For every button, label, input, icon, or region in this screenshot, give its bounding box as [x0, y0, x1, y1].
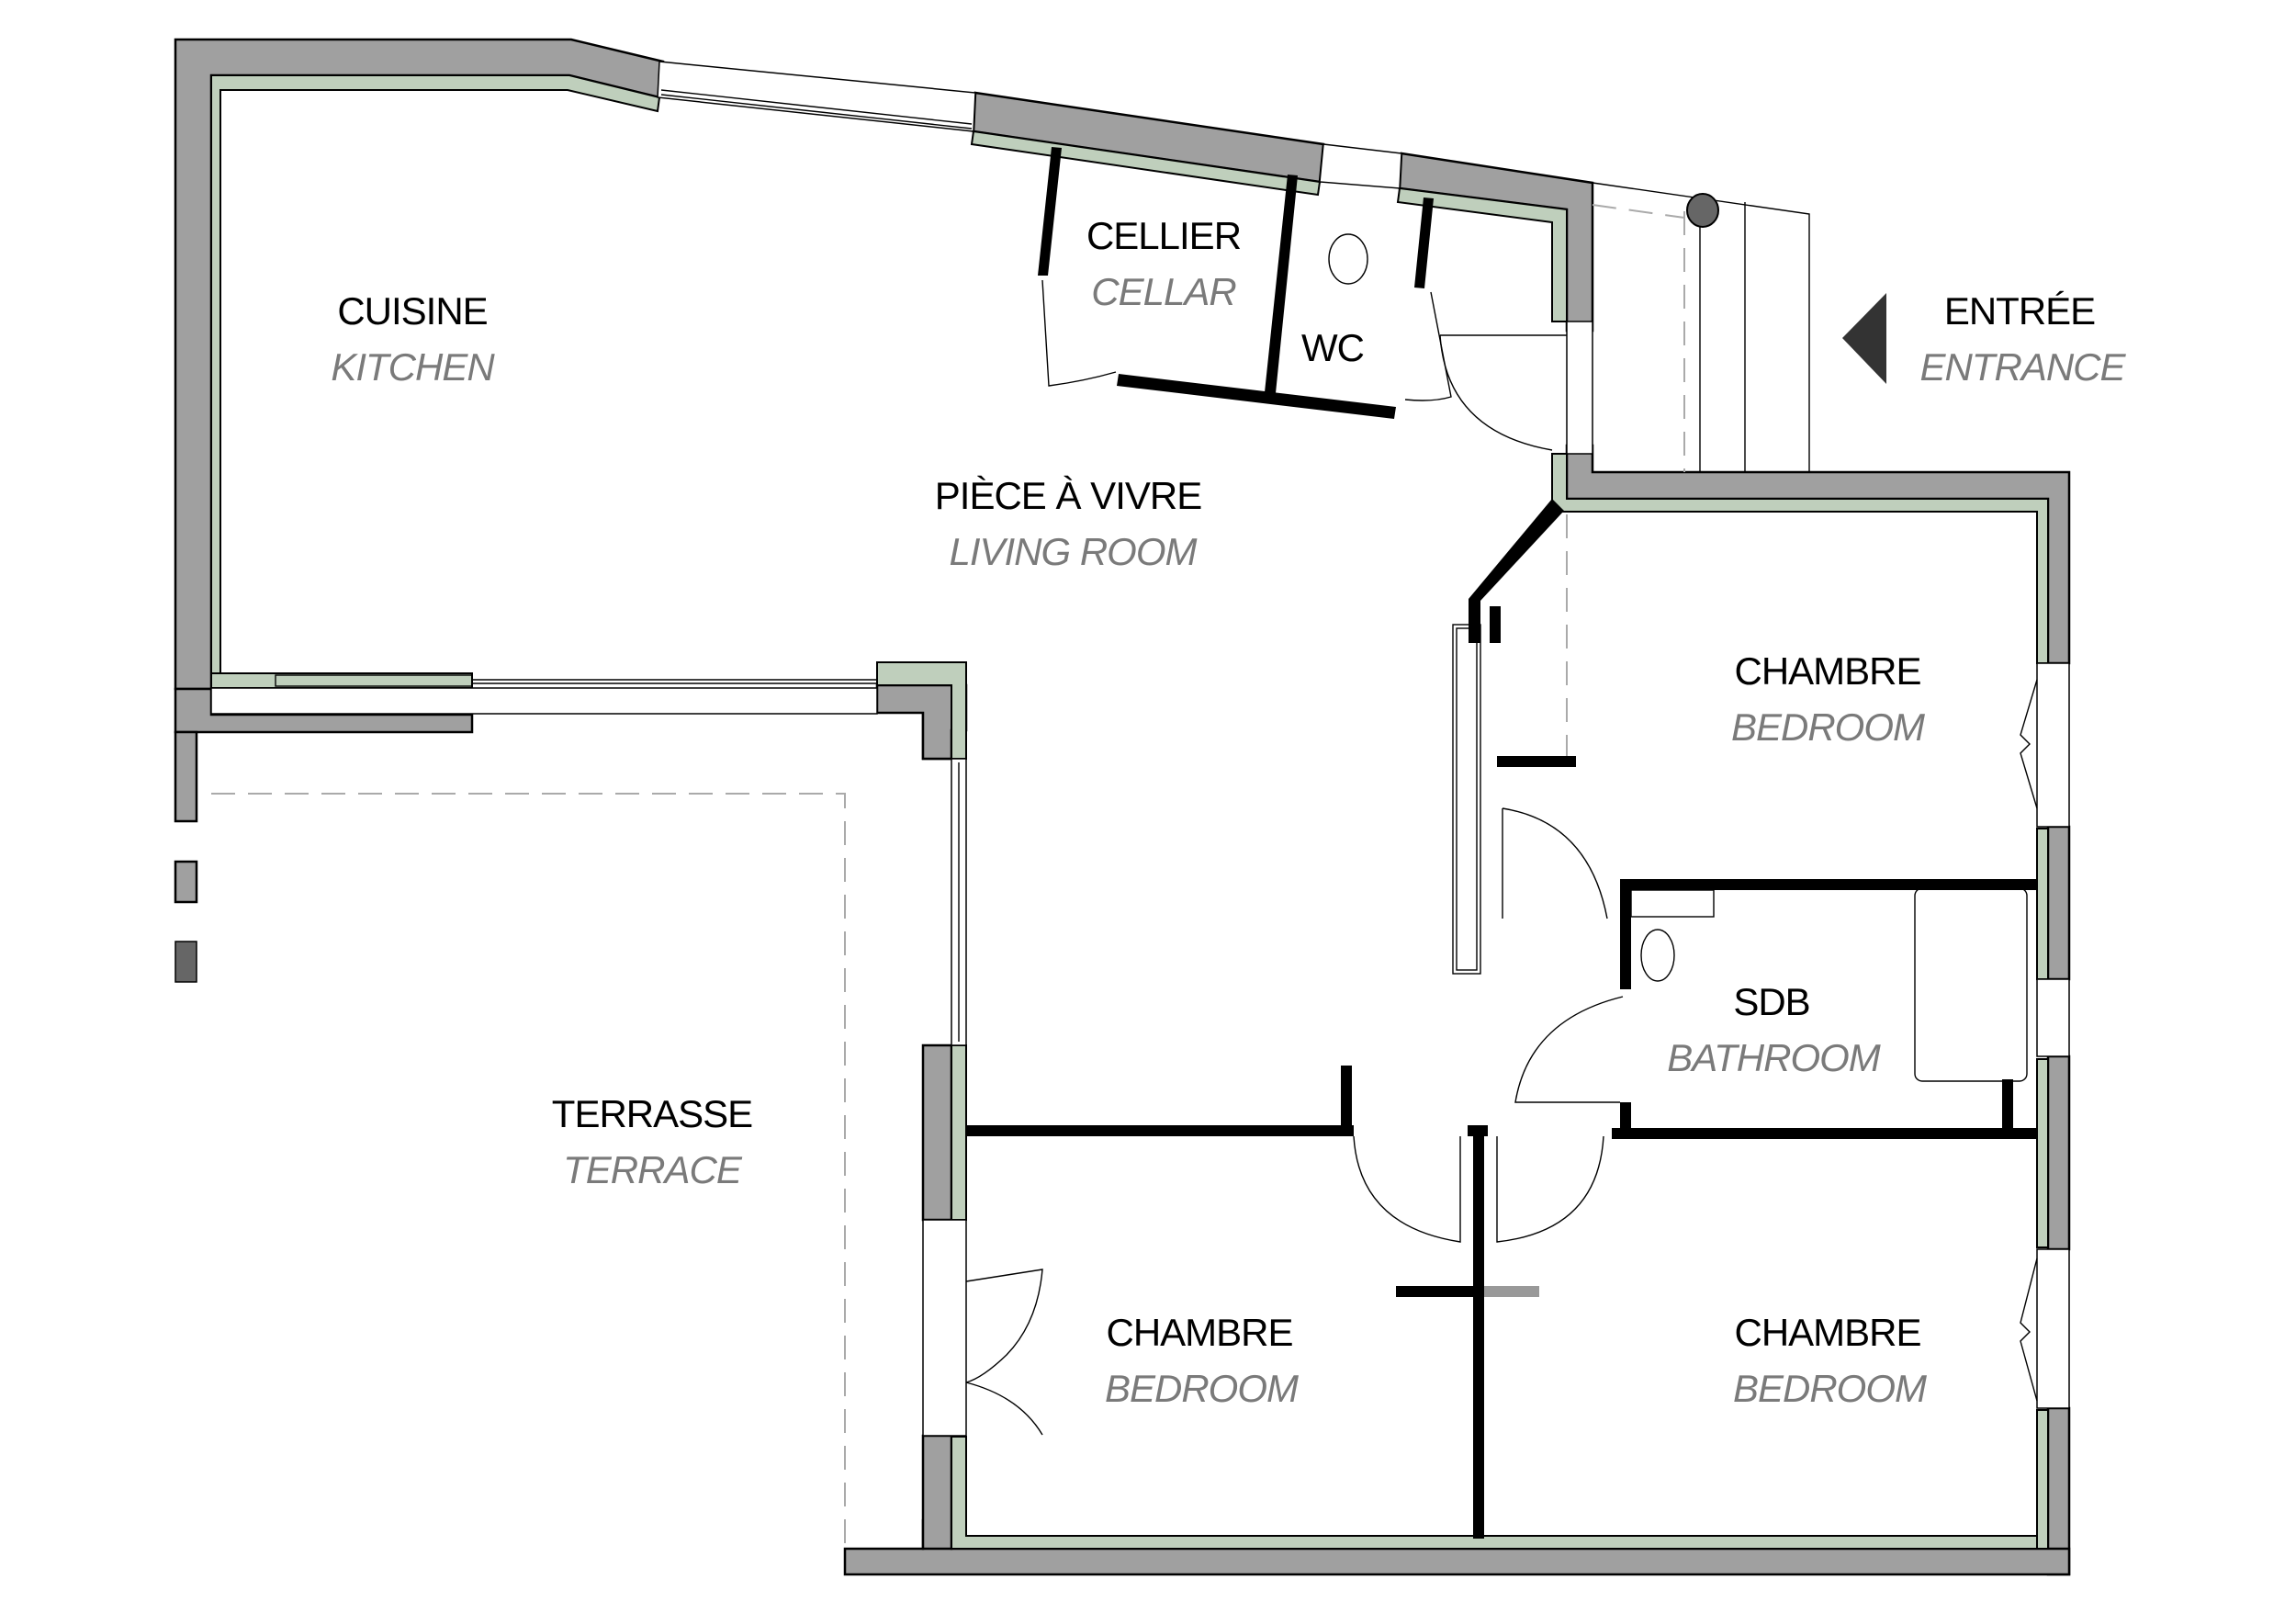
bedroom2-label-fr: CHAMBRE — [1106, 1311, 1292, 1354]
insulation-lining — [210, 74, 2049, 1550]
bathroom-label-en: BATHROOM — [1667, 1036, 1881, 1079]
entrance-post — [1686, 193, 1719, 228]
living-label-en: LIVING ROOM — [949, 530, 1197, 573]
entrance-label-en: ENTRANCE — [1919, 345, 2126, 389]
hall-closet — [1452, 514, 1568, 975]
terrace-label-en: TERRACE — [563, 1148, 743, 1191]
cellar-label-fr: CELLIER — [1086, 214, 1241, 257]
bedroom3-label-en: BEDROOM — [1733, 1367, 1927, 1410]
bedroom3-label-fr: CHAMBRE — [1734, 1311, 1920, 1354]
terrace-outline — [211, 793, 846, 1549]
interior-walls — [966, 147, 2038, 1539]
terrace-label-fr: TERRASSE — [552, 1092, 752, 1135]
entrance-arrow-icon — [1842, 293, 1886, 384]
room-labels: CUISINE KITCHEN CELLIER CELLAR WC PIÈCE … — [331, 214, 2127, 1410]
living-label-fr: PIÈCE À VIVRE — [935, 474, 1201, 517]
kitchen-label-en: KITCHEN — [331, 345, 495, 389]
wc-label: WC — [1301, 326, 1364, 369]
bedroom1-label-en: BEDROOM — [1731, 705, 1925, 749]
cellar-label-en: CELLAR — [1091, 270, 1236, 313]
bedroom1-label-fr: CHAMBRE — [1734, 649, 1920, 693]
entrance-label-fr: ENTRÉE — [1944, 289, 2095, 333]
entrance-porch — [1439, 182, 1810, 472]
bathroom-label-fr: SDB — [1733, 980, 1809, 1023]
kitchen-label-fr: CUISINE — [337, 289, 487, 333]
bedroom2-label-en: BEDROOM — [1105, 1367, 1299, 1410]
windows — [210, 61, 2070, 1437]
door-swings — [1041, 233, 2028, 1243]
